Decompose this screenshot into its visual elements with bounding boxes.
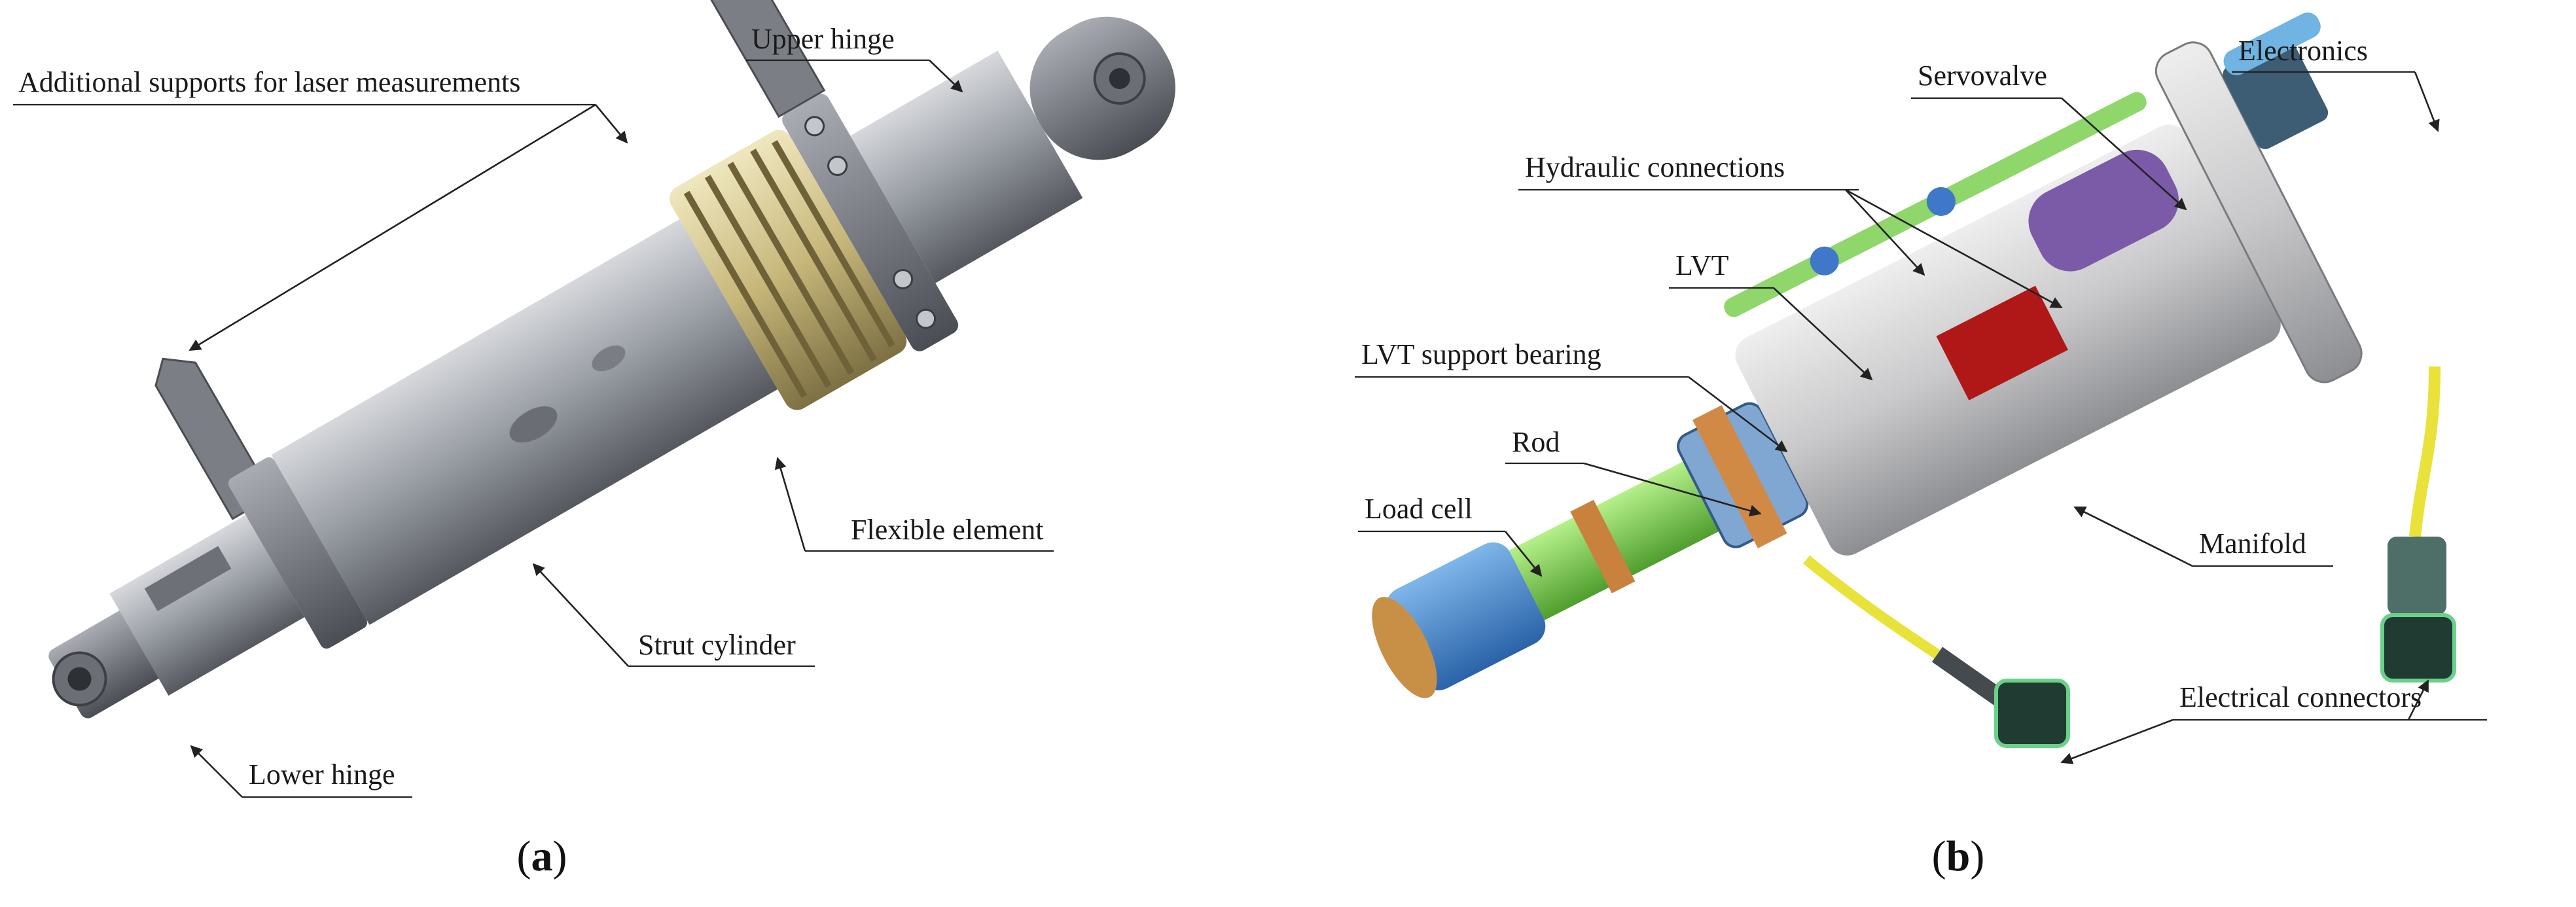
label-lvt: LVT bbox=[1669, 249, 1873, 381]
label-electrical-connectors: Electrical connectors bbox=[2060, 679, 2487, 764]
svg-text:Lower hinge: Lower hinge bbox=[249, 758, 395, 791]
label-manifold: Manifold bbox=[2073, 506, 2333, 567]
svg-text:LVT support bearing: LVT support bearing bbox=[1361, 338, 1601, 370]
label-upper-hinge: Upper hinge bbox=[746, 23, 963, 93]
label-additional-supports: Additional supports for laser measuremen… bbox=[13, 66, 628, 351]
svg-text:Hydraulic connections: Hydraulic connections bbox=[1525, 151, 1785, 183]
caption-b: (b) bbox=[1932, 832, 1985, 880]
svg-text:Servovalve: Servovalve bbox=[1918, 60, 2047, 92]
svg-text:Load cell: Load cell bbox=[1365, 493, 1473, 525]
svg-text:Electrical connectors: Electrical connectors bbox=[2179, 681, 2422, 713]
svg-text:Additional supports for laser: Additional supports for laser measuremen… bbox=[18, 66, 520, 98]
svg-text:Electronics: Electronics bbox=[2238, 35, 2368, 67]
label-lower-hinge: Lower hinge bbox=[190, 745, 412, 798]
label-rod: Rod bbox=[1505, 426, 1762, 517]
svg-text:Flexible element: Flexible element bbox=[851, 514, 1043, 546]
label-hydraulic-connections: Hydraulic connections bbox=[1518, 151, 2063, 309]
caption-a: (a) bbox=[517, 832, 567, 880]
svg-text:Strut cylinder: Strut cylinder bbox=[638, 629, 796, 661]
label-lvt-support-bearing: LVT support bearing bbox=[1355, 338, 1788, 453]
svg-text:LVT: LVT bbox=[1675, 249, 1729, 281]
label-electronics: Electronics bbox=[2232, 35, 2440, 132]
svg-text:Rod: Rod bbox=[1512, 426, 1560, 458]
panel-b-actuator-drawing bbox=[1372, 12, 2456, 748]
svg-text:Manifold: Manifold bbox=[2199, 527, 2306, 560]
label-strut-cylinder: Strut cylinder bbox=[532, 563, 815, 667]
panel-a-strut-drawing bbox=[48, 0, 1175, 719]
label-flexible-element: Flexible element bbox=[774, 457, 1054, 552]
svg-text:Upper hinge: Upper hinge bbox=[751, 23, 895, 55]
label-load-cell: Load cell bbox=[1358, 493, 1543, 577]
label-servovalve: Servovalve bbox=[1911, 60, 2187, 211]
